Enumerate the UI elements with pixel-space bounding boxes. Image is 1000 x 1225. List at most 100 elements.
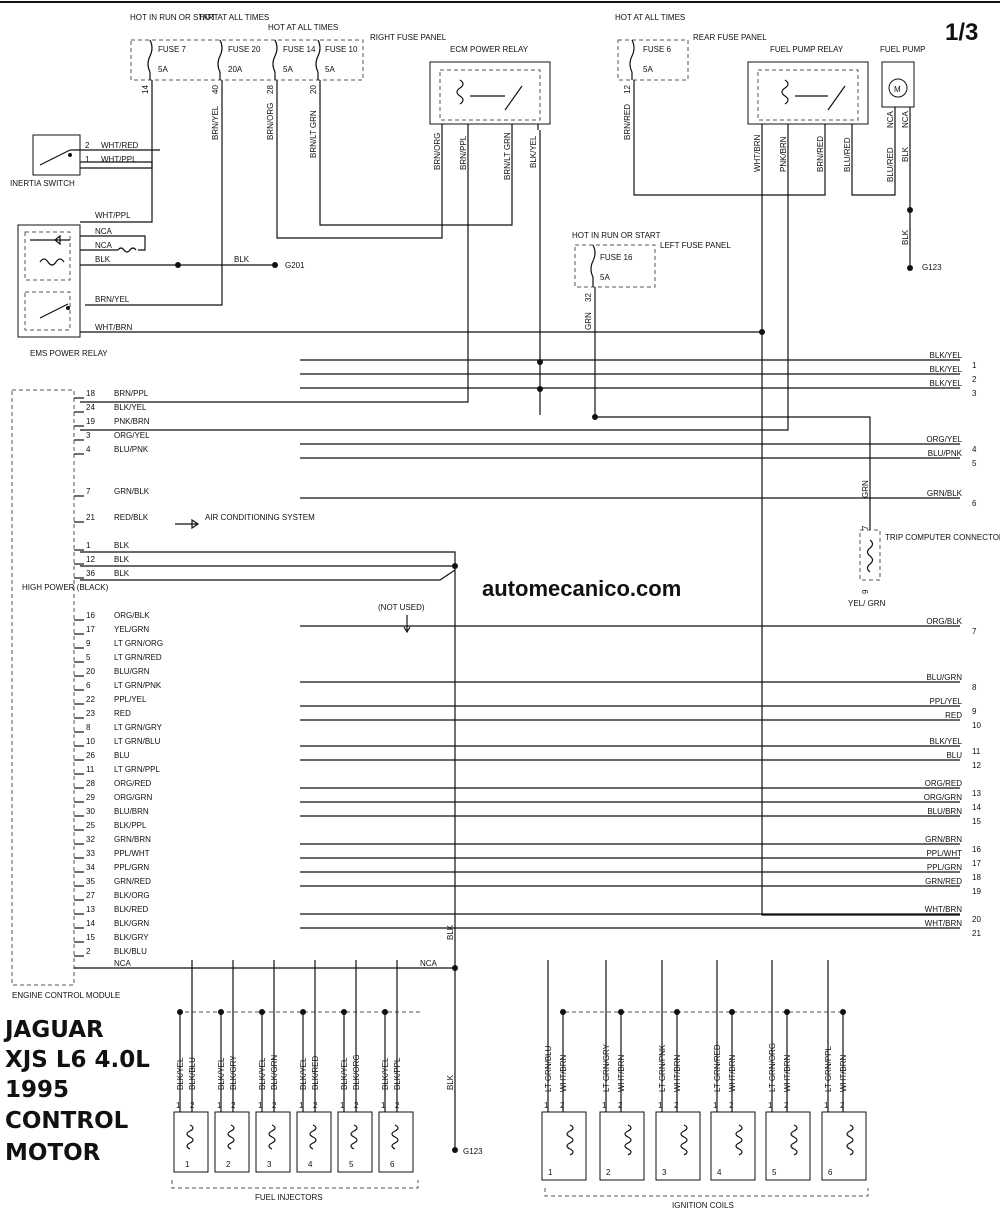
continuation-number: 13 — [972, 789, 981, 798]
rear-fuse-panel: HOT AT ALL TIMES FUSE 6 5A REAR FUSE PAN… — [615, 13, 767, 140]
ecm-pin-wire-color: LT GRN/ORG — [114, 639, 163, 648]
fuse7-amp: 5A — [158, 65, 168, 74]
ecm-pin-wire-color: BLK — [114, 541, 130, 550]
injector-coil-icon — [268, 1124, 276, 1150]
injector-body — [255, 1111, 291, 1173]
injector-wire1-label: BLK/YEL — [299, 1057, 308, 1090]
hot-all-times-a-label: HOT AT ALL TIMES — [199, 13, 269, 22]
injector-pin1: 1 — [381, 1101, 386, 1110]
vehicle-title: JAGUAR XJS L6 4.0L 1995 CONTROL MOTOR — [3, 1017, 150, 1166]
injector-wire2-label: BLK/GRY — [229, 1055, 238, 1090]
continuation-wire-label: BLU/GRN — [926, 673, 962, 682]
ecm-pin-wire-color: BLK — [114, 569, 130, 578]
coil-winding-icon — [735, 1124, 743, 1156]
ecm-pin-wire-color: BRN/PPL — [114, 389, 149, 398]
injector-splice — [218, 1009, 224, 1015]
ecm-pin-wire-color: LT GRN/GRY — [114, 723, 163, 732]
coil-pin2: 2 — [784, 1101, 789, 1110]
ecm-pin-number: 11 — [86, 765, 95, 774]
nca-right-label: NCA — [420, 959, 438, 968]
continuation-number: 9 — [972, 707, 977, 716]
coil-body — [541, 1111, 587, 1181]
ecm-pin-number: 6 — [86, 681, 91, 690]
continuation-wire-label: ORG/RED — [925, 779, 963, 788]
coil-wire1-label: LT GRN/RED — [713, 1044, 722, 1092]
inertia-pin2: 2 — [85, 141, 90, 150]
ecm-pin-number: 8 — [86, 723, 91, 732]
hot-all-times-b-label: HOT AT ALL TIMES — [268, 23, 338, 32]
continuation-wire-label: BLK/YEL — [930, 365, 963, 374]
ecm-pin-number: 25 — [86, 821, 95, 830]
ecm-pin-wire-color: ORG/RED — [114, 779, 152, 788]
injector-body — [378, 1111, 414, 1173]
ecm-pin-wire-color: GRN/RED — [114, 877, 151, 886]
ems-whtbrn-label: WHT/BRN — [95, 323, 133, 332]
ecm-pin-number: 23 — [86, 709, 95, 718]
coil-wire2-label: WHT/BRN — [783, 1054, 792, 1092]
fuse10-pin: 20 — [309, 85, 318, 94]
injector-number: 3 — [267, 1160, 272, 1169]
injector-coil-icon — [227, 1124, 235, 1150]
injector-wire2-label: BLK/RED — [311, 1056, 320, 1090]
continuation-number: 4 — [972, 445, 977, 454]
injector-wire2-label: BLK/GRN — [270, 1055, 279, 1090]
ecm-pin-wire-color: ORG/YEL — [114, 431, 150, 440]
coil-wire1-label: LT GRN/GRY — [602, 1043, 611, 1092]
coil-body — [710, 1111, 756, 1181]
injector-wire1-label: BLK/YEL — [217, 1057, 226, 1090]
ecm-pin-number: 4 — [86, 445, 91, 454]
fuel-pump-relay-label: FUEL PUMP RELAY — [770, 45, 844, 54]
fuse16-amp: 5A — [600, 273, 610, 282]
injector-pin1: 1 — [258, 1101, 263, 1110]
inertia-switch: INERTIA SWITCH 2 WHT/RED 1 WHT/PPL — [10, 134, 160, 223]
hot-run-start-label: HOT IN RUN OR START — [130, 13, 219, 22]
ecm-pin-wire-color: LT GRN/RED — [114, 653, 162, 662]
wire-brnyel-label: BRN/YEL — [211, 105, 220, 140]
pump-blk2-label: BLK — [901, 229, 910, 245]
continuation-number: 18 — [972, 873, 981, 882]
fp-pnkbrn-label: PNK/BRN — [779, 136, 788, 172]
ecm-pin-wire-color: BLU/GRN — [114, 667, 150, 676]
coil-wire2-label: WHT/BRN — [559, 1054, 568, 1092]
continuation-number: 1 — [972, 361, 977, 370]
ems-whtppl-label: WHT/PPL — [95, 211, 131, 220]
coil-wire2-label: WHT/BRN — [673, 1054, 682, 1092]
coil-number: 1 — [548, 1168, 553, 1177]
coil-pin2: 2 — [560, 1101, 565, 1110]
ems-power-relay: EMS POWER RELAY WHT/PPL NCA NCA BLK BLK … — [17, 211, 760, 358]
ecm-pin-number: 12 — [86, 555, 95, 564]
injector-splice — [177, 1009, 183, 1015]
fuse7-label: FUSE 7 — [158, 45, 187, 54]
injector-pin2: 2 — [354, 1101, 359, 1110]
trip-pin7: 7 — [861, 525, 870, 530]
ecm-pin-wire-color: ORG/GRN — [114, 793, 152, 802]
injector-pin1: 1 — [217, 1101, 222, 1110]
ecm-pin-wire-color: PNK/BRN — [114, 417, 150, 426]
ecm-pin-number: 9 — [86, 639, 91, 648]
fuse16-pin: 32 — [584, 293, 593, 302]
coil-wire2-label: WHT/BRN — [728, 1054, 737, 1092]
left-panel-label: LEFT FUSE PANEL — [660, 241, 731, 250]
trip-pin9: 9 — [861, 589, 870, 594]
continuation-wire-label: BLU — [946, 751, 962, 760]
injector-splice — [259, 1009, 265, 1015]
ecm-pin-wire-color: BLK/GRN — [114, 919, 149, 928]
fp-whtbrn-label: WHT/BRN — [753, 134, 762, 172]
blk-vertical2-label: BLK — [446, 1074, 455, 1090]
ecm-pin-number: 2 — [86, 947, 91, 956]
ecm-pin-wire-color: RED/BLK — [114, 513, 149, 522]
ground-g201: G201 — [285, 261, 305, 270]
coil-pin2: 2 — [840, 1101, 845, 1110]
ecm-module-label: ENGINE CONTROL MODULE — [12, 991, 120, 1000]
ecm-pin-number: 17 — [86, 625, 95, 634]
injectors-group-label: FUEL INJECTORS — [255, 1193, 323, 1202]
fp-blured-label: BLU/RED — [843, 137, 852, 172]
coil-wire1-label: LT GRN/PNK — [658, 1044, 667, 1092]
grn32-label: GRN — [584, 312, 593, 330]
injector-pin2: 2 — [272, 1101, 277, 1110]
injector-wire2-label: BLK/ORG — [352, 1054, 361, 1090]
fuse6-label: FUSE 6 — [643, 45, 672, 54]
injector-wire1-label: BLK/YEL — [381, 1057, 390, 1090]
